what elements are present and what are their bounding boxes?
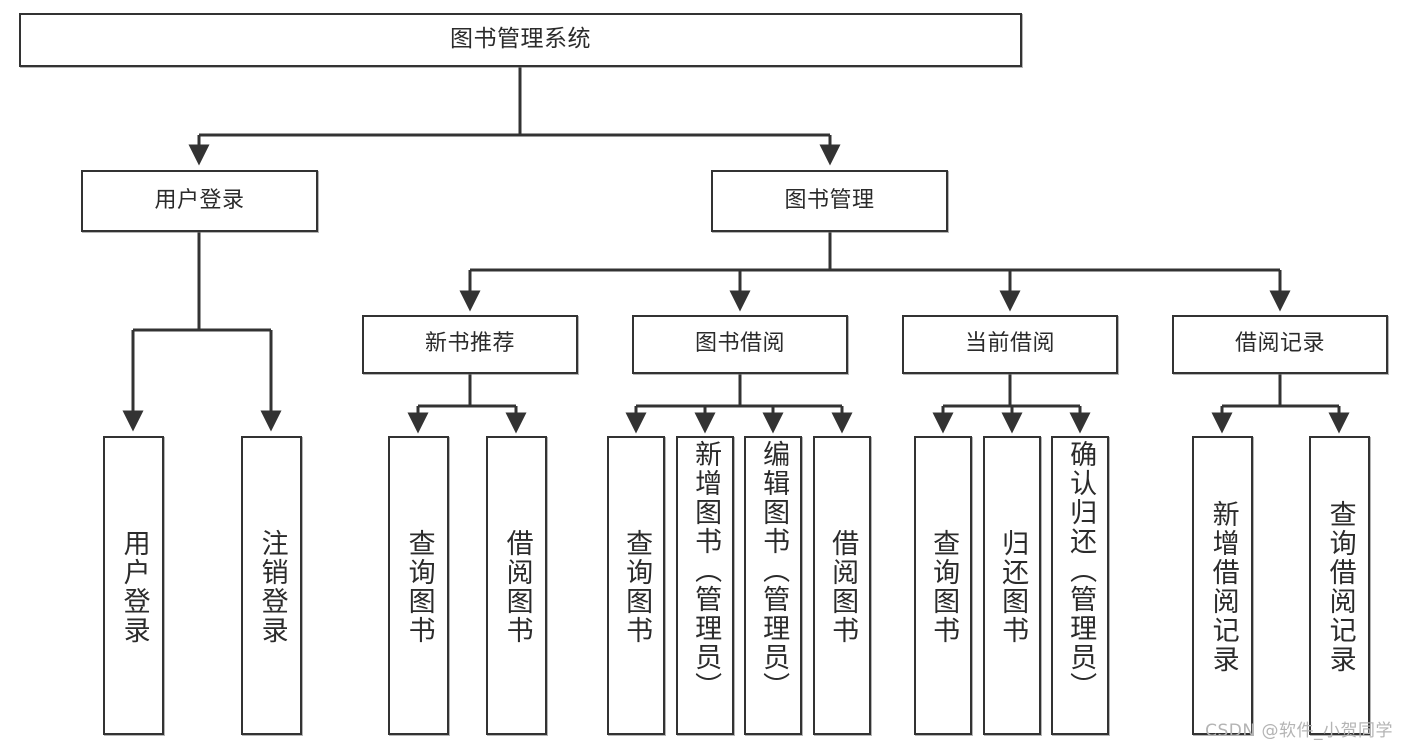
node-label: 新书推荐	[424, 331, 515, 357]
node-label: 查询借阅记录	[1324, 499, 1356, 674]
node-label: 用户登录	[118, 528, 150, 645]
leaf-book-borrow-query-book[interactable]: 查询图书	[607, 436, 665, 735]
leaf-borrow-record-query-record[interactable]: 查询借阅记录	[1309, 436, 1370, 735]
node-borrow-record[interactable]: 借阅记录	[1172, 315, 1388, 374]
node-label: 注销登录	[256, 528, 288, 645]
node-new-book-recommend[interactable]: 新书推荐	[362, 315, 578, 374]
node-label: 图书借阅	[694, 331, 785, 357]
node-label: 借阅图书	[827, 528, 859, 645]
leaf-current-borrow-return-book[interactable]: 归还图书	[983, 436, 1041, 735]
leaf-book-borrow-edit-book-admin[interactable]: 编辑图书（管理员）	[744, 436, 802, 735]
node-label: 新增图书（管理员）	[690, 440, 722, 701]
leaf-current-borrow-query-book[interactable]: 查询图书	[914, 436, 972, 735]
node-label: 查询图书	[621, 528, 653, 645]
leaf-book-borrow-add-book-admin[interactable]: 新增图书（管理员）	[676, 436, 734, 735]
leaf-current-borrow-confirm-return-admin[interactable]: 确认归还（管理员）	[1051, 436, 1109, 735]
node-label: 查询图书	[403, 528, 435, 645]
node-label: 确认归还（管理员）	[1065, 440, 1097, 701]
leaf-user-login-login[interactable]: 用户登录	[103, 436, 164, 735]
leaf-new-book-query-book[interactable]: 查询图书	[388, 436, 449, 735]
node-label: 编辑图书（管理员）	[758, 440, 790, 701]
leaf-new-book-borrow-book[interactable]: 借阅图书	[486, 436, 547, 735]
node-book-management[interactable]: 图书管理	[711, 170, 948, 232]
node-label: 图书管理	[784, 187, 875, 213]
node-root-book-management-system[interactable]: 图书管理系统	[19, 13, 1022, 67]
node-label: 借阅记录	[1234, 331, 1325, 357]
leaf-user-login-logout[interactable]: 注销登录	[241, 436, 302, 735]
node-label: 新增借阅记录	[1207, 499, 1239, 674]
leaf-book-borrow-borrow-book[interactable]: 借阅图书	[813, 436, 871, 735]
node-user-login[interactable]: 用户登录	[81, 170, 318, 232]
node-book-borrow[interactable]: 图书借阅	[632, 315, 848, 374]
node-label: 图书管理系统	[450, 26, 591, 53]
leaf-borrow-record-add-record[interactable]: 新增借阅记录	[1192, 436, 1253, 735]
node-label: 查询图书	[928, 528, 960, 645]
node-label: 当前借阅	[964, 331, 1055, 357]
node-current-borrow[interactable]: 当前借阅	[902, 315, 1118, 374]
node-label: 归还图书	[997, 528, 1029, 645]
node-label: 借阅图书	[501, 528, 533, 645]
node-label: 用户登录	[154, 187, 245, 213]
